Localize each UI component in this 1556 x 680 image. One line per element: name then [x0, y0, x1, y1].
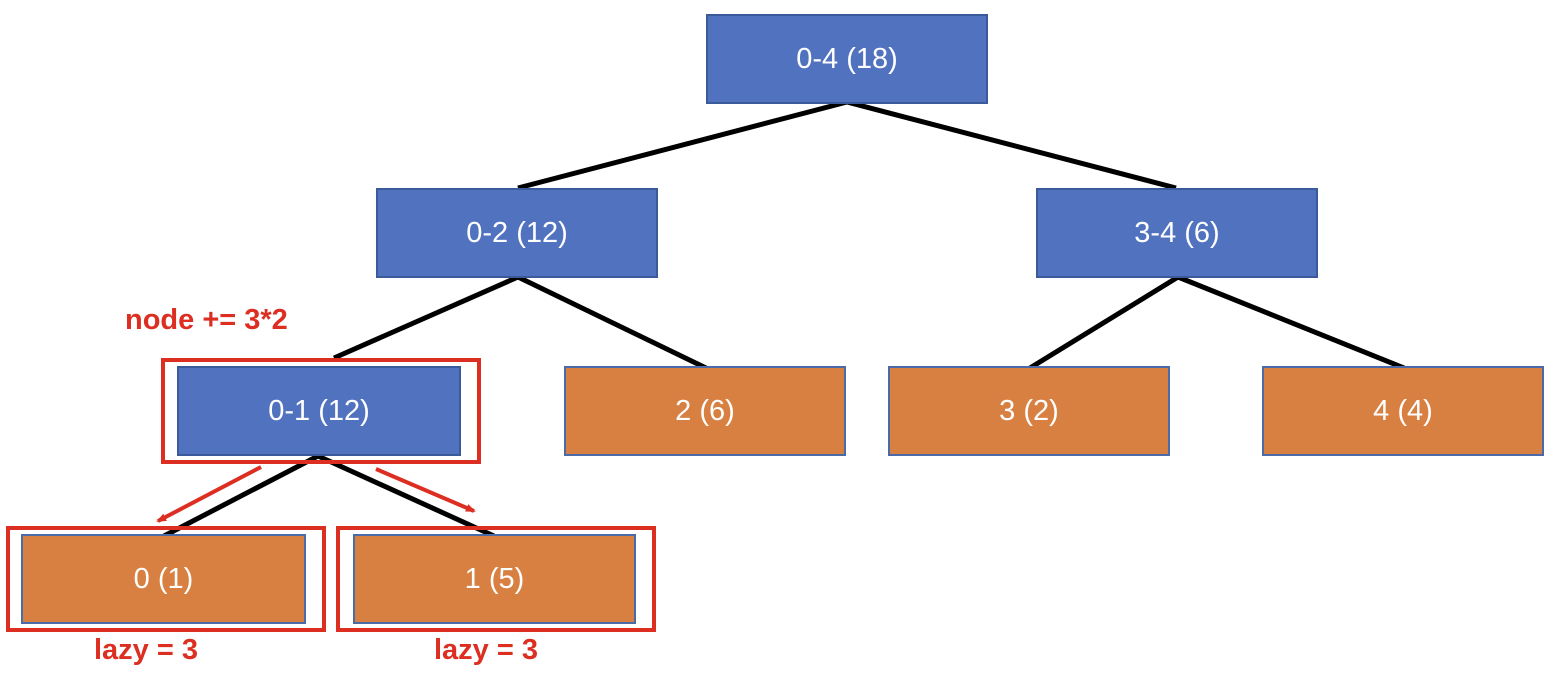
tree-node-0-2: 0-2 (12) [376, 188, 658, 278]
update-annotation: node += 3*2 [125, 304, 288, 336]
tree-leaf-0: 0 (1) [21, 534, 306, 624]
edge-root-to-3-4 [846, 99, 1177, 191]
push-arrow-left [156, 465, 262, 523]
edge-0-2-to-0-1 [332, 274, 520, 361]
tree-leaf-2: 2 (6) [564, 366, 846, 456]
edge-root-to-0-2 [517, 99, 848, 191]
edge-3-4-to-4 [1177, 274, 1405, 371]
highlight-box-leaf-0 [6, 526, 326, 632]
highlight-box-leaf-1 [336, 526, 656, 632]
push-arrow-right [375, 467, 476, 513]
tree-leaf-3: 3 (2) [888, 366, 1170, 456]
tree-node-0-1: 0-1 (12) [177, 366, 461, 456]
tree-node-root: 0-4 (18) [706, 14, 988, 104]
tree-leaf-4: 4 (4) [1262, 366, 1544, 456]
lazy-annotation-leaf-0: lazy = 3 [94, 634, 198, 666]
tree-node-3-4: 3-4 (6) [1036, 188, 1318, 278]
edge-0-2-to-2 [516, 274, 708, 371]
edge-0-1-to-0 [162, 453, 320, 539]
edge-0-1-to-1 [316, 453, 496, 539]
tree-leaf-1: 1 (5) [353, 534, 636, 624]
edge-3-4-to-3 [1028, 274, 1180, 371]
highlight-box-0-1 [161, 358, 481, 464]
lazy-annotation-leaf-1: lazy = 3 [434, 634, 538, 666]
